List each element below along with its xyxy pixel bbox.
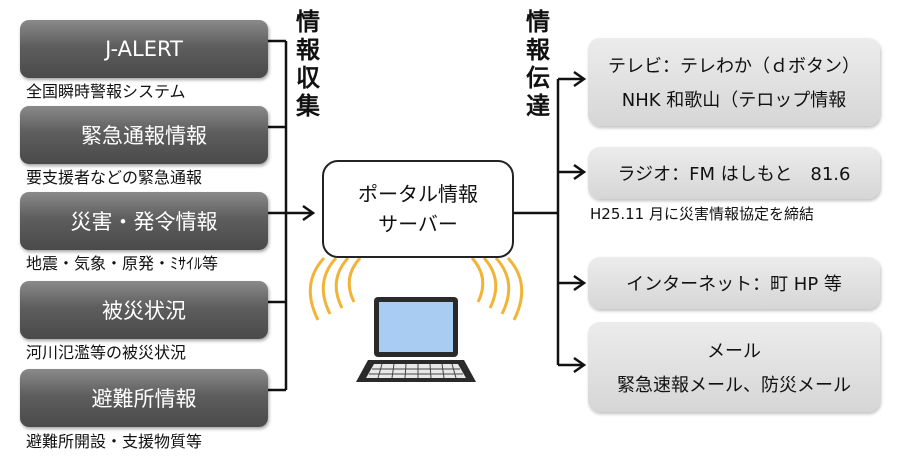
source-box-shelter: 避難所情報 — [20, 369, 268, 427]
source-box-disaster: 災害・発令情報 — [20, 192, 268, 250]
source-label: 災害・発令情報 — [70, 210, 218, 234]
collect-label: 情報収集 — [296, 8, 320, 120]
dest-box-internet: インターネット：町 HP 等 — [588, 257, 880, 309]
source-label: 被災状況 — [102, 299, 186, 323]
source-desc: 要支援者などの緊急通報 — [26, 168, 203, 187]
source-desc: 全国瞬時警報システム — [26, 82, 186, 101]
radio-agreement-note: H25.11 月に災害情報協定を締結 — [590, 205, 814, 223]
signal-waves-right-icon — [470, 256, 524, 321]
source-label: 緊急通報情報 — [81, 124, 207, 148]
dest-line1: メール — [707, 341, 761, 362]
dest-line2: 緊急速報メール、防災メール — [617, 375, 851, 396]
source-desc: 地震・気象・原発・ﾐｻｲﾙ等 — [26, 254, 219, 273]
source-box-damage: 被災状況 — [20, 281, 268, 339]
dest-line1: インターネット：町 HP 等 — [626, 274, 842, 295]
source-desc: 河川氾濫等の被災状況 — [26, 343, 187, 362]
source-box-emergency: 緊急通報情報 — [20, 106, 268, 164]
server-line2: サーバー — [378, 212, 458, 236]
portal-server-box: ポータル情報 サーバー — [322, 160, 514, 258]
server-line1: ポータル情報 — [358, 182, 478, 206]
source-label: J-ALERT — [105, 37, 183, 61]
dest-line2: NHK 和歌山（テロップ情報 — [621, 90, 847, 111]
dest-box-mail: メール 緊急速報メール、防災メール — [588, 322, 880, 412]
dest-line1: テレビ：テレわか（ｄボタン） — [608, 56, 860, 77]
dest-box-tv: テレビ：テレわか（ｄボタン） NHK 和歌山（テロップ情報 — [588, 38, 880, 126]
dest-box-radio: ラジオ：FM はしもと 81.6 — [588, 147, 880, 199]
dest-line1: ラジオ：FM はしもと 81.6 — [617, 164, 851, 185]
source-label: 避難所情報 — [91, 387, 197, 411]
source-box-jalert: J-ALERT — [20, 20, 268, 78]
transmit-label: 情報伝達 — [526, 8, 550, 120]
laptop-icon — [356, 297, 476, 382]
signal-waves-left-icon — [308, 256, 362, 321]
source-desc: 避難所開設・支援物質等 — [26, 432, 203, 451]
